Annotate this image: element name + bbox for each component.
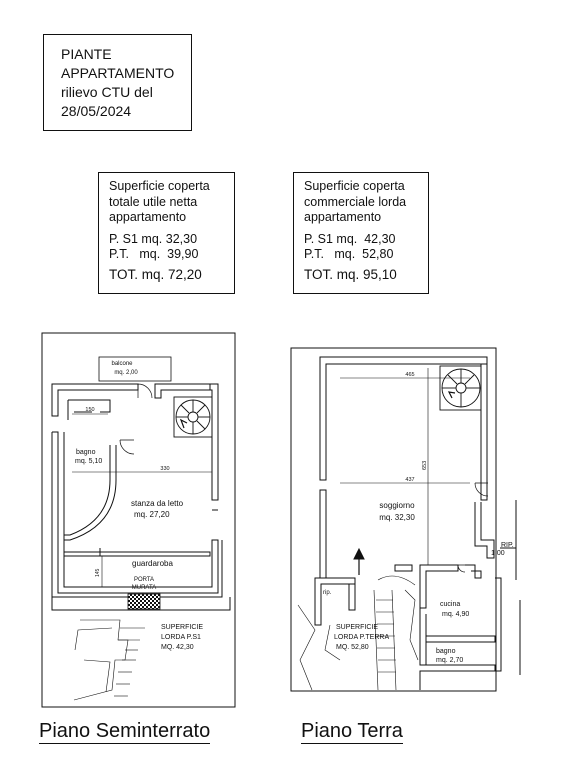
ground-external-stairs — [297, 575, 419, 691]
basement-labels: balcone mq. 2,00 150 bagno mq. 5,10 330 … — [75, 361, 203, 651]
dim-465-label: 465 — [405, 372, 414, 378]
gross-box-pt: P.T. mq. 52,80 — [304, 247, 394, 261]
stanza-label: stanza da letto — [131, 499, 184, 508]
net-box-s1: P. S1 mq. 32,30 — [109, 231, 198, 246]
basement-doors — [119, 383, 153, 455]
s1-lorda-label: LORDA P.S1 — [161, 634, 201, 641]
gross-box-line-1: Superficie coperta — [304, 179, 405, 193]
cucina-label: cucina — [440, 601, 460, 608]
basement-spiral-stair — [173, 396, 213, 438]
ground-floor-plan-title: Piano Terra — [301, 720, 403, 744]
gross-box-line-3: appartamento — [304, 210, 382, 224]
net-area-box: Superficie coperta totale utile netta ap… — [98, 172, 235, 294]
dim-145-label: 145 — [95, 568, 101, 577]
basement-plan-title: Piano Seminterrato — [39, 720, 211, 744]
s1-mq-label: MQ. 42,30 — [161, 644, 194, 651]
s1-superficie-label: SUPERFICIE — [161, 624, 203, 631]
bagno-area-label: mq. 5,10 — [75, 458, 102, 465]
net-box-line-1: Superficie coperta — [109, 179, 210, 193]
ground-labels: 465 437 653 soggiorno mq. 32,30 RIP. 1,0… — [323, 372, 514, 664]
pt-superficie-label: SUPERFICIE — [336, 624, 378, 631]
balcone-label: balcone — [111, 361, 133, 367]
rip-small-label: rip. — [323, 590, 332, 596]
ground-floor-plan — [290, 347, 521, 692]
plan-header-box: PIANTE APPARTAMENTO rilievo CTU del 28/0… — [43, 34, 192, 131]
basement-plan — [41, 332, 236, 708]
pt-bagno-area-label: mq. 2,70 — [436, 657, 463, 664]
basement-external-stairs — [73, 619, 145, 701]
balcone-outline — [98, 356, 172, 382]
dim-150-label: 150 — [85, 407, 94, 413]
ground-dimensions — [340, 368, 470, 565]
net-box-pt: P.T. mq. 39,90 — [109, 247, 199, 261]
basement-frame — [41, 332, 236, 708]
dim-330-label: 330 — [160, 466, 169, 472]
dim-437-label: 437 — [405, 477, 414, 483]
pt-lorda-label: LORDA P.TERRA — [334, 634, 389, 641]
soggiorno-area-label: mq. 32,30 — [379, 513, 415, 522]
ground-spiral-stair — [439, 365, 482, 411]
header-line-2: APPARTAMENTO — [61, 65, 175, 81]
gross-box-line-2: commerciale lorda — [304, 194, 407, 209]
rip-height-label: 1,00 — [491, 550, 505, 557]
header-line-1: PIANTE — [61, 46, 112, 62]
entrance-arrow — [353, 547, 365, 575]
balcone-area-label: mq. 2,00 — [114, 370, 138, 376]
net-box-line-3: appartamento — [109, 210, 187, 224]
porta-murata-hatch — [127, 593, 161, 610]
cucina-area-label: mq. 4,90 — [442, 611, 469, 618]
murata-label: MURATA — [132, 585, 156, 591]
pt-bagno-label: bagno — [436, 648, 456, 655]
rip-label: RIP. — [501, 542, 514, 549]
basement-dimensions — [72, 413, 212, 587]
gross-area-box: Superficie coperta commerciale lorda app… — [293, 172, 429, 294]
guardaroba-label: guardaroba — [132, 559, 173, 568]
porta-label: PORTA — [134, 577, 154, 583]
header-line-4: 28/05/2024 — [61, 103, 132, 119]
gross-box-s1: P. S1 mq. 42,30 — [304, 231, 396, 246]
ground-floor-frame — [290, 347, 497, 692]
net-box-total: TOT. mq. 72,20 — [109, 266, 202, 282]
dim-653-label: 653 — [422, 461, 428, 470]
ground-doors — [457, 482, 489, 573]
bagno-label: bagno — [76, 449, 96, 456]
stanza-area-label: mq. 27,20 — [134, 510, 170, 519]
header-line-3: rilievo CTU del — [61, 84, 153, 100]
net-box-line-2: totale utile netta — [109, 194, 198, 209]
gross-box-total: TOT. mq. 95,10 — [304, 266, 397, 282]
pt-mq-label: MQ. 52,80 — [336, 644, 369, 651]
soggiorno-label: soggiorno — [379, 501, 415, 510]
